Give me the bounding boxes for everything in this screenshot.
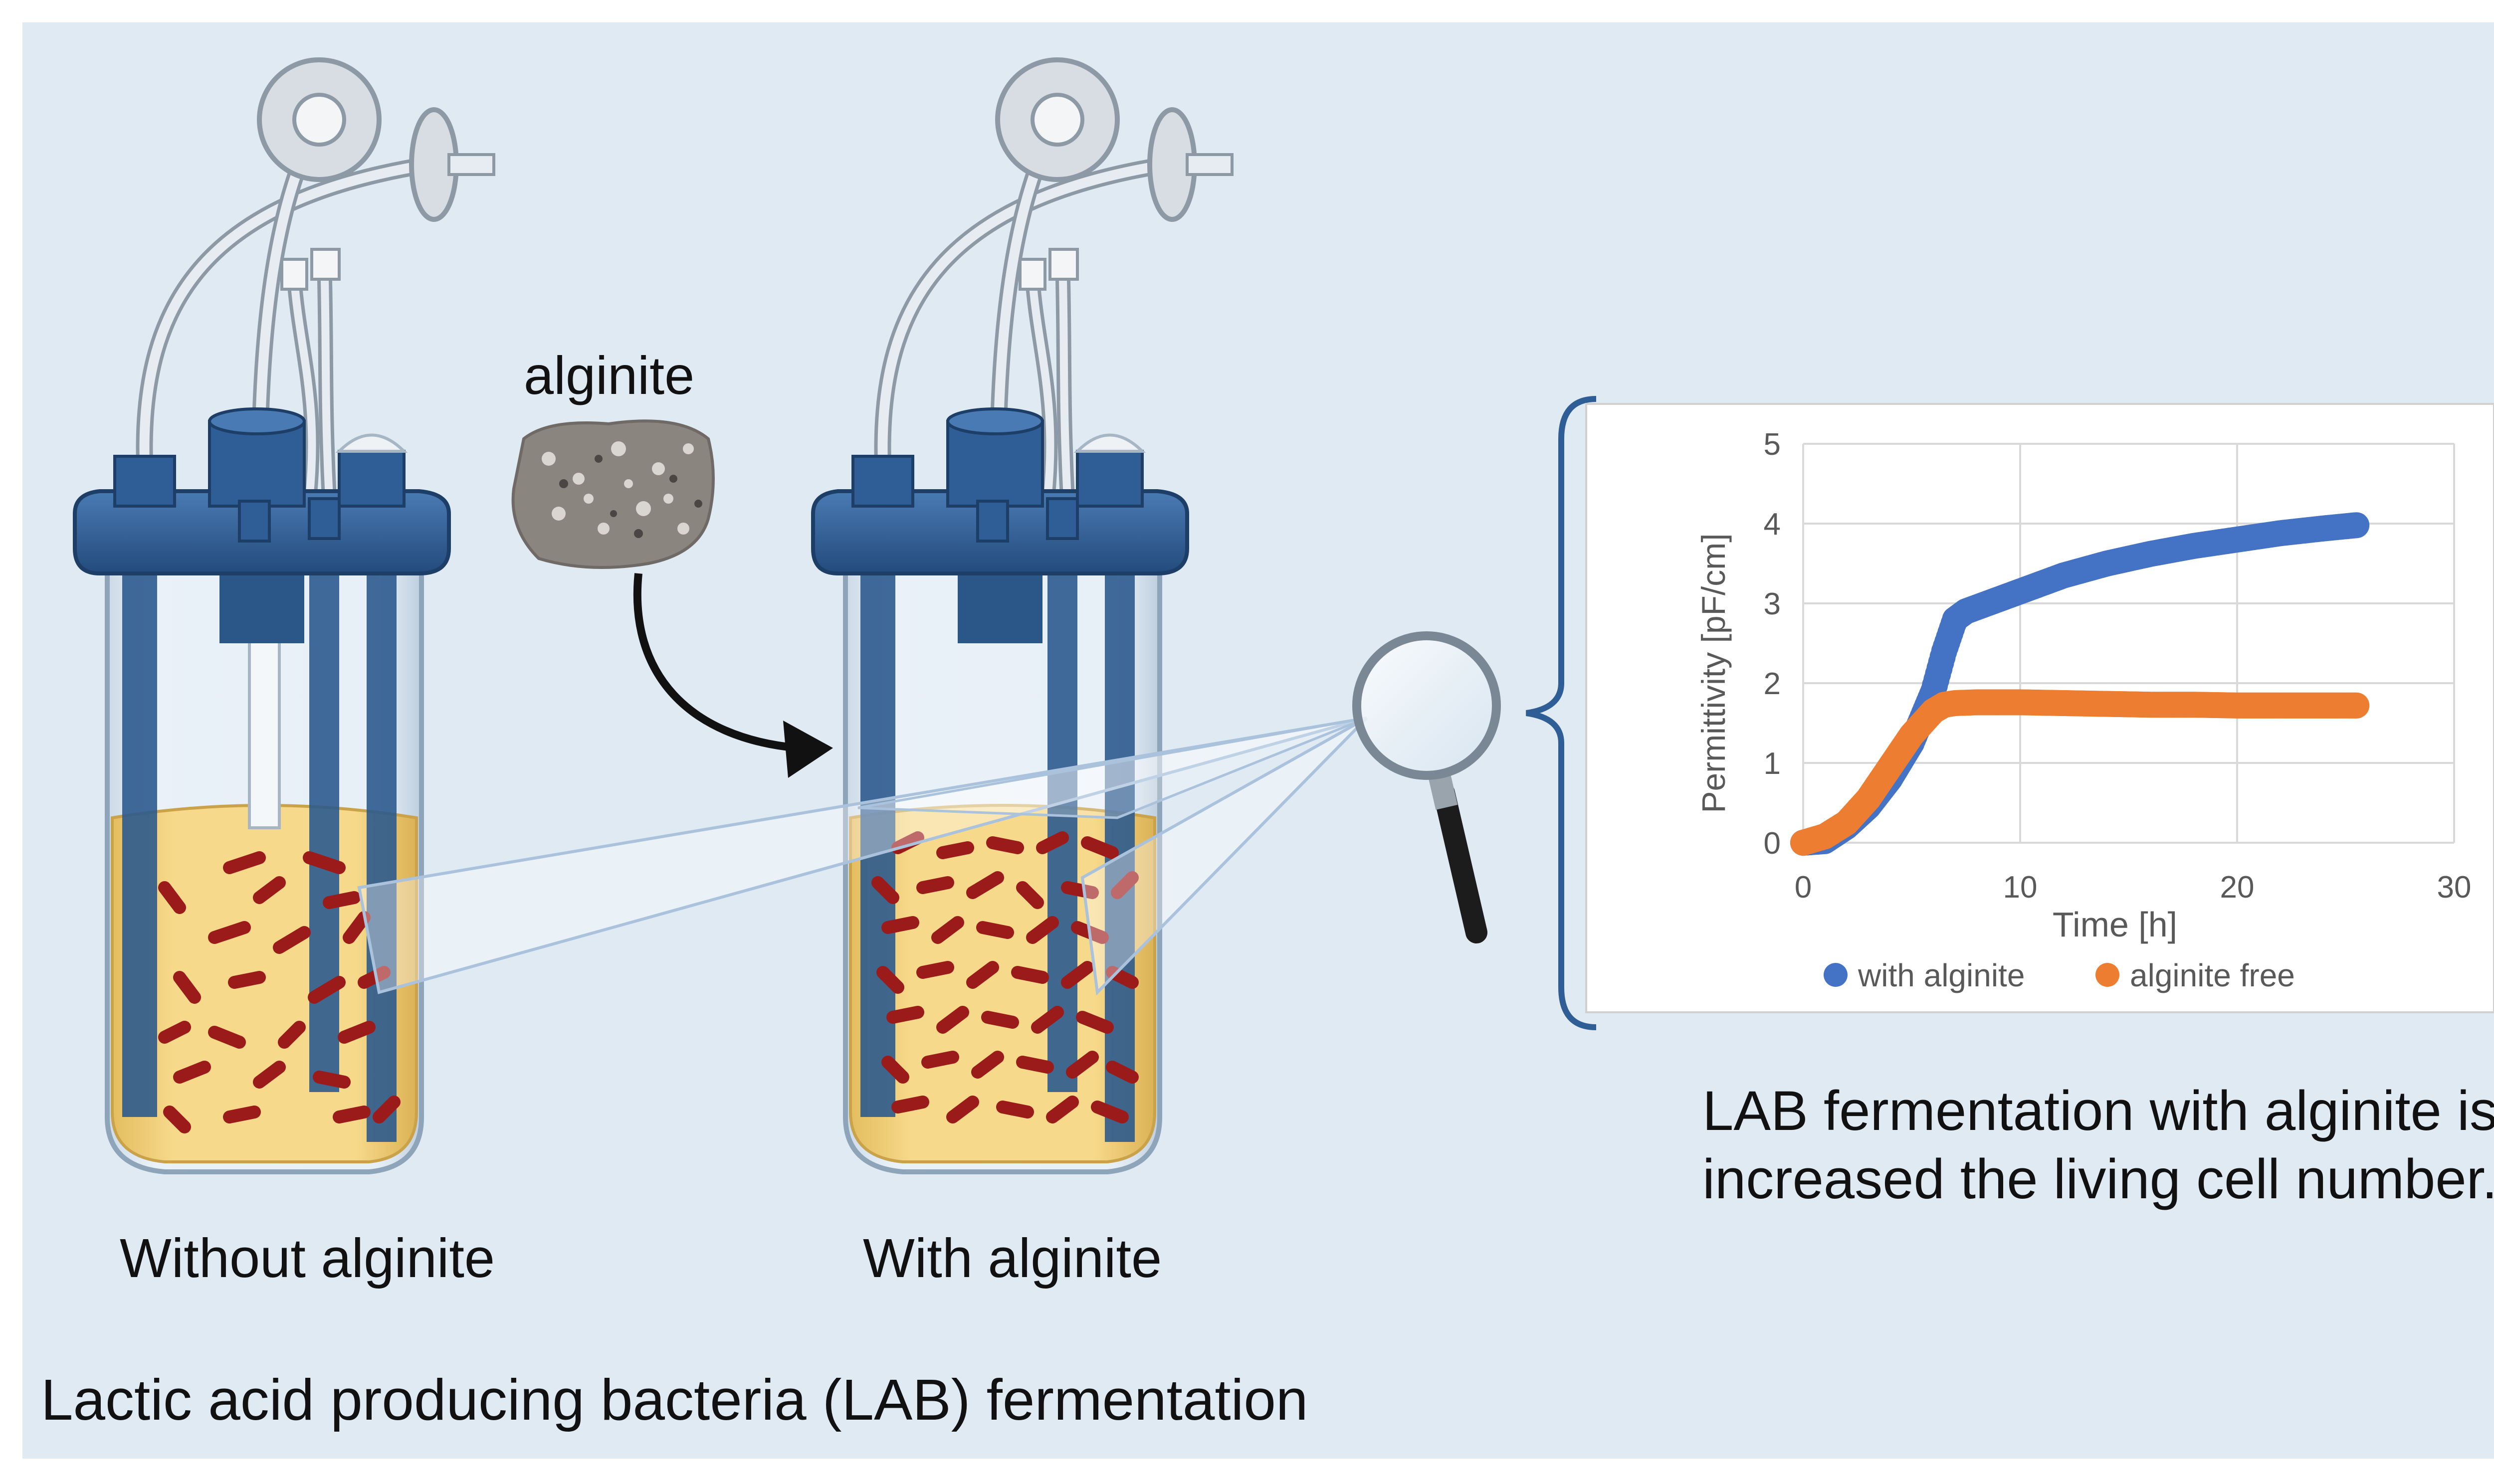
data-point — [2343, 692, 2370, 719]
bacteria-cluster — [871, 831, 1139, 1123]
x-tick-label: 30 — [2437, 870, 2472, 905]
bacteria-cluster — [158, 851, 401, 1133]
conclusion-text: LAB fermentation with alginite is increa… — [1651, 1077, 2494, 1213]
bioreactor-with-alginite — [811, 57, 1234, 1174]
permittivity-chart: 0 1 2 3 4 5 0 10 20 30 Permittivity [pF/cm] Time… — [1585, 403, 2494, 1013]
without-alginite-label: Without alginite — [120, 1228, 495, 1289]
alginite-label: alginite — [524, 345, 695, 405]
data-point — [2343, 512, 2370, 539]
brace-icon — [1526, 396, 1597, 1030]
y-tick-label: 0 — [1764, 826, 1781, 861]
y-tick-labels: 0 1 2 3 4 5 — [1764, 427, 1781, 861]
arrow-icon — [633, 573, 799, 752]
legend-label: alginite free — [2130, 957, 2295, 993]
chart-grid — [1802, 443, 2455, 844]
legend-marker — [1824, 963, 1848, 987]
bioreactor-without-alginite — [73, 57, 495, 1174]
magnifier-icon — [1352, 631, 1501, 943]
y-tick-label: 1 — [1764, 746, 1781, 781]
x-tick-label: 20 — [2220, 870, 2255, 905]
y-tick-label: 5 — [1764, 427, 1781, 462]
x-axis-label: Time [h] — [2053, 905, 2177, 944]
legend-marker — [2095, 963, 2119, 987]
chart-legend: with alginite alginite free — [1824, 957, 2295, 993]
chart-series — [1790, 512, 2370, 856]
y-axis-label: Permittivity [pF/cm] — [1695, 533, 1732, 813]
alginite-rock-icon — [511, 419, 715, 569]
y-tick-label: 2 — [1764, 667, 1781, 701]
x-tick-labels: 0 10 20 30 — [1795, 870, 2472, 905]
conclusion-line-2: increased the living cell number. — [1702, 1147, 2494, 1210]
conclusion-line-1: LAB fermentation with alginite is — [1702, 1080, 2494, 1142]
figure-title: Lactic acid producing bacteria (LAB) fer… — [41, 1367, 1308, 1432]
zoom-beam — [1080, 717, 1368, 996]
legend-label: with alginite — [1858, 957, 2025, 993]
series-alginite-free — [1790, 689, 2370, 856]
y-tick-label: 3 — [1764, 587, 1781, 621]
with-alginite-label: With alginite — [863, 1228, 1162, 1289]
x-tick-label: 0 — [1795, 870, 1812, 905]
y-tick-label: 4 — [1764, 507, 1781, 542]
zoom-beam — [357, 717, 1367, 994]
x-tick-label: 10 — [2003, 870, 2038, 905]
